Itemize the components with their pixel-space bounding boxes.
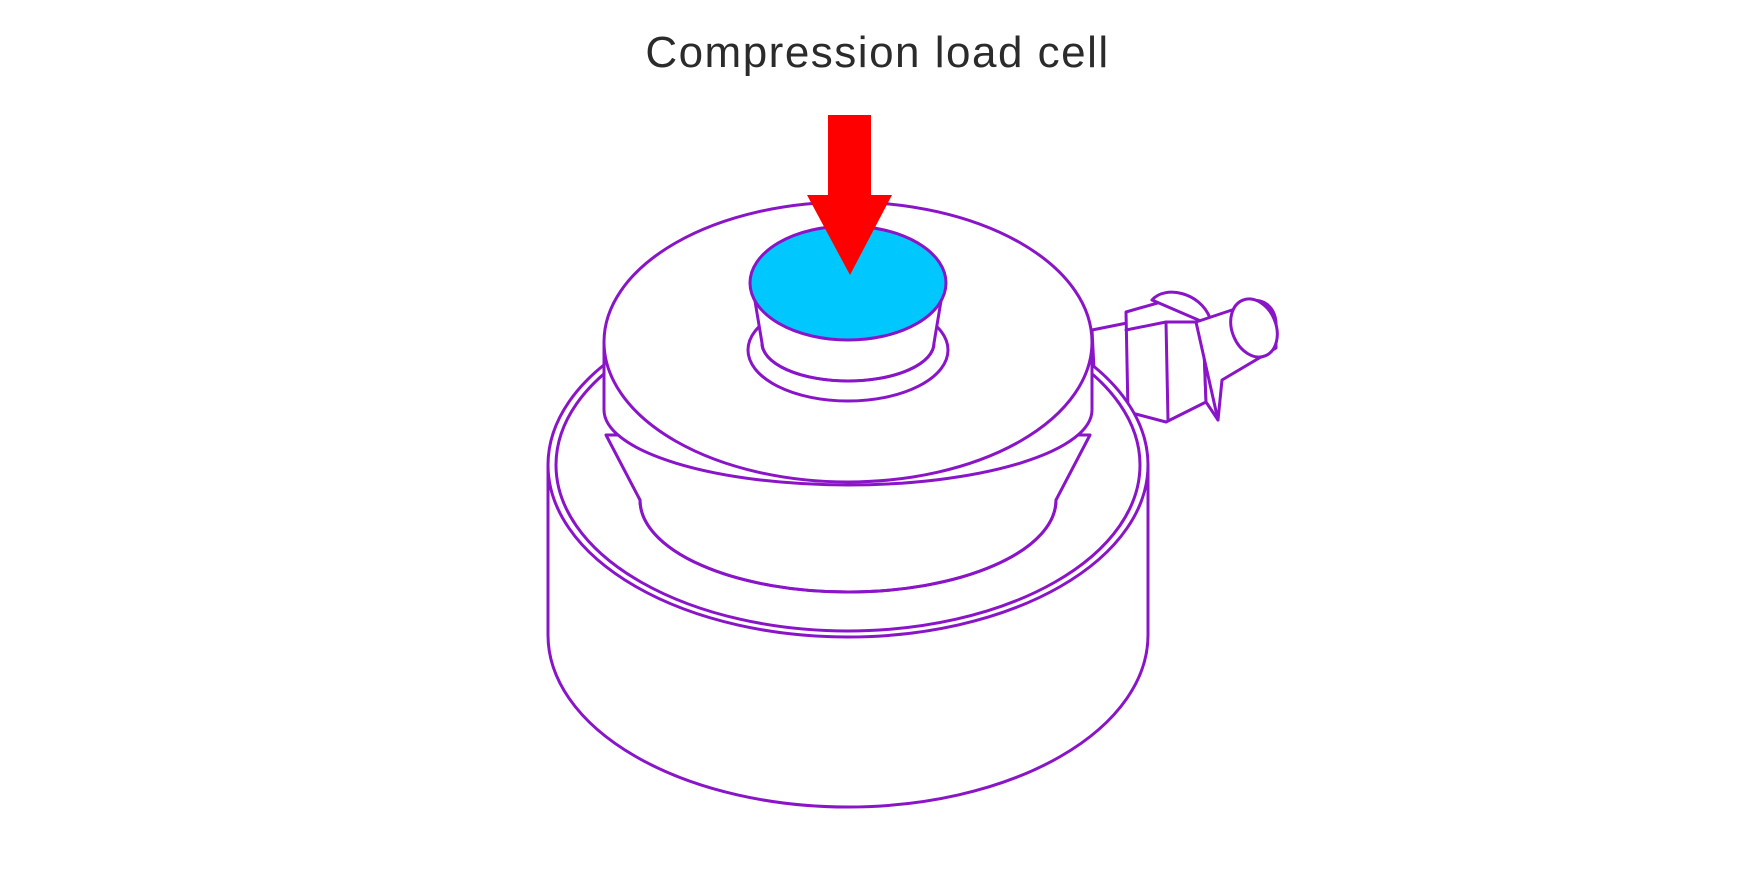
down-arrow-icon	[807, 115, 892, 275]
load-button-side-bottom-edge	[760, 341, 936, 383]
body-taper-lower-edge	[638, 498, 1058, 594]
cable-end	[1229, 297, 1279, 359]
diagram-title: Compression load cell	[645, 28, 1110, 77]
cable-connector	[1090, 290, 1279, 424]
